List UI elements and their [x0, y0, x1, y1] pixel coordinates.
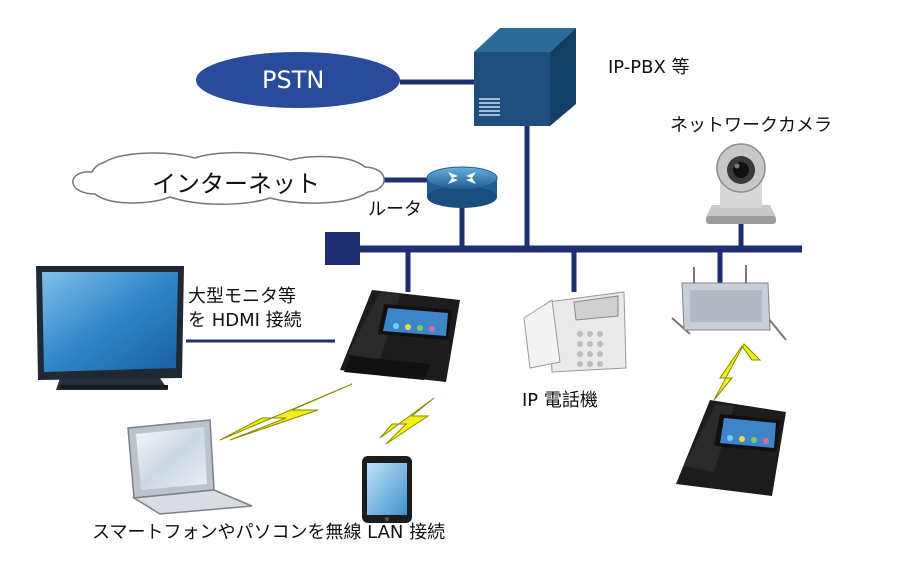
- lightning-laptop-icon: [219, 383, 353, 441]
- smartphone-icon: [362, 456, 412, 523]
- desk-phone-icon: [340, 290, 460, 382]
- router-icon: [426, 166, 498, 208]
- access-point-icon: [671, 265, 787, 341]
- ip-pbx-icon: [474, 28, 576, 126]
- network-lines: [186, 79, 802, 343]
- internet-cloud: [72, 151, 385, 205]
- wireless-lan-label: スマートフォンやパソコンを無線 LAN 接続: [92, 522, 446, 543]
- laptop-icon: [127, 419, 253, 515]
- ip-phone-icon: [523, 291, 627, 373]
- lightning-ap-icon: [713, 343, 762, 401]
- internet-label: インターネット: [152, 170, 320, 198]
- network-camera-label: ネットワークカメラ: [670, 115, 832, 136]
- ippbx-label: IP-PBX 等: [608, 57, 690, 78]
- ip-phone-label: IP 電話機: [522, 390, 598, 411]
- pstn-cloud: [196, 52, 400, 108]
- desk-phone-secondary-icon: [676, 400, 786, 496]
- monitor-label-line1: 大型モニタ等: [188, 286, 296, 307]
- monitor-icon: [36, 266, 184, 390]
- monitor-label-line2: を HDMI 接続: [188, 310, 302, 331]
- lightning-smartphone-icon: [379, 397, 435, 445]
- wireless-signal-icons: [219, 343, 762, 445]
- pstn-label: PSTN: [262, 66, 325, 94]
- backbone-terminator: [325, 232, 360, 265]
- router-label: ルータ: [368, 199, 422, 220]
- network-camera-icon: [706, 143, 776, 224]
